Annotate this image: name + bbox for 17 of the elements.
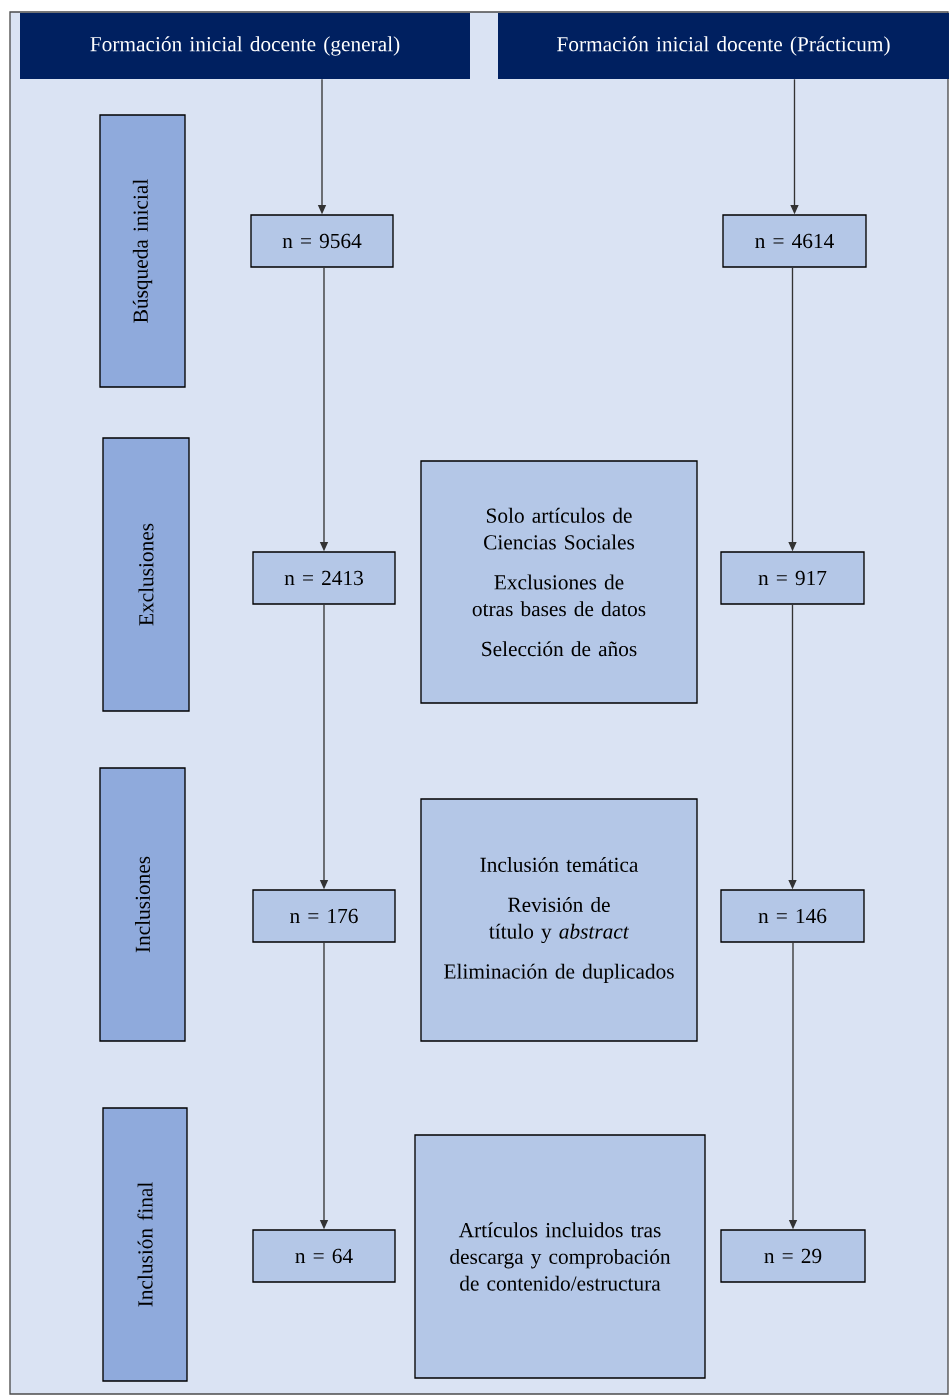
count-box: n = 4614 — [722, 214, 867, 268]
criteria-box: Inclusión temática Revisión de título y abstract Eliminación de duplicados — [420, 798, 698, 1042]
count-box: n = 9564 — [250, 214, 394, 268]
criteria-box: Artículos incluidos tras descarga y comprobación de contenido/estructura — [414, 1134, 706, 1379]
count-box: n = 64 — [252, 1229, 396, 1283]
criteria-box: Solo artículos de Ciencias Sociales Exclusiones de otras bases de datos Selección de años — [420, 460, 698, 704]
stage-bar: Exclusiones — [102, 437, 190, 712]
stage-bar: Inclusión final — [102, 1107, 188, 1382]
header-bar: Formación inicial docente (general) — [20, 13, 470, 79]
count-box: n = 176 — [252, 889, 396, 943]
header-bar: Formación inicial docente (Prácticum) — [498, 13, 949, 79]
count-box: n = 2413 — [252, 551, 396, 605]
stage-bar: Búsqueda inicial — [99, 114, 186, 388]
count-box: n = 146 — [720, 889, 865, 943]
stage-bar: Inclusiones — [99, 767, 186, 1042]
count-box: n = 917 — [720, 551, 865, 605]
count-box: n = 29 — [720, 1229, 866, 1283]
